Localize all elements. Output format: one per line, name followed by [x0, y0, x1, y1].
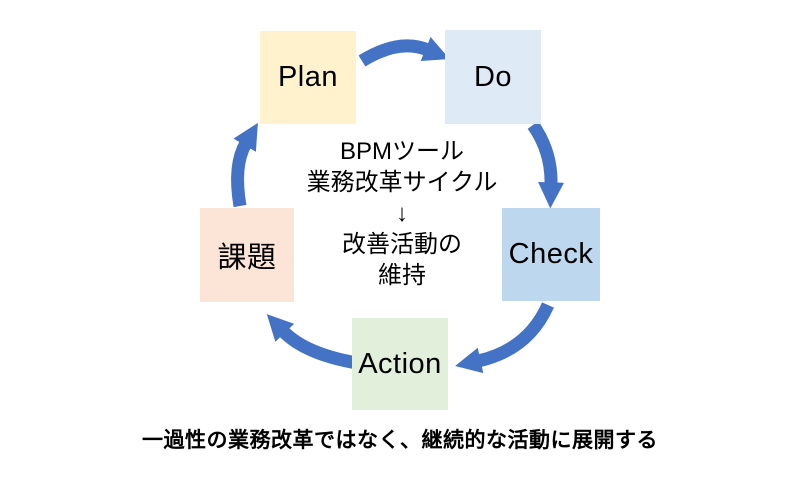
arrow-check-to-action — [455, 302, 554, 374]
down-arrow-glyph: ↓ — [396, 200, 408, 227]
arrow-action-to-kadai — [266, 314, 359, 370]
caption: 一過性の業務改革ではなく、継続的な活動に展開する — [142, 429, 658, 452]
node-action: Action — [352, 318, 448, 410]
node-kadai-label: 課題 — [217, 242, 277, 274]
center-line-5: 維持 — [378, 262, 426, 289]
center-line-2: 業務改革サイクル — [306, 169, 498, 196]
arrow-do-to-check — [527, 121, 565, 209]
node-do-label: Do — [473, 60, 513, 93]
center-text-block: BPMツール 業務改革サイクル ↓ 改善活動の 維持 — [250, 136, 554, 291]
center-line-1: BPMツール — [339, 138, 464, 165]
arrow-kadai-to-plan — [231, 122, 258, 208]
node-plan: Plan — [260, 31, 356, 124]
node-kadai: 課題 — [200, 208, 294, 302]
node-action-label: Action — [358, 347, 442, 380]
node-do: Do — [445, 30, 541, 124]
center-line-4: 改善活動の — [342, 231, 462, 258]
node-check-label: Check — [508, 238, 594, 270]
node-plan-label: Plan — [277, 61, 339, 93]
node-check: Check — [502, 208, 600, 301]
arrow-plan-to-do — [358, 36, 450, 67]
